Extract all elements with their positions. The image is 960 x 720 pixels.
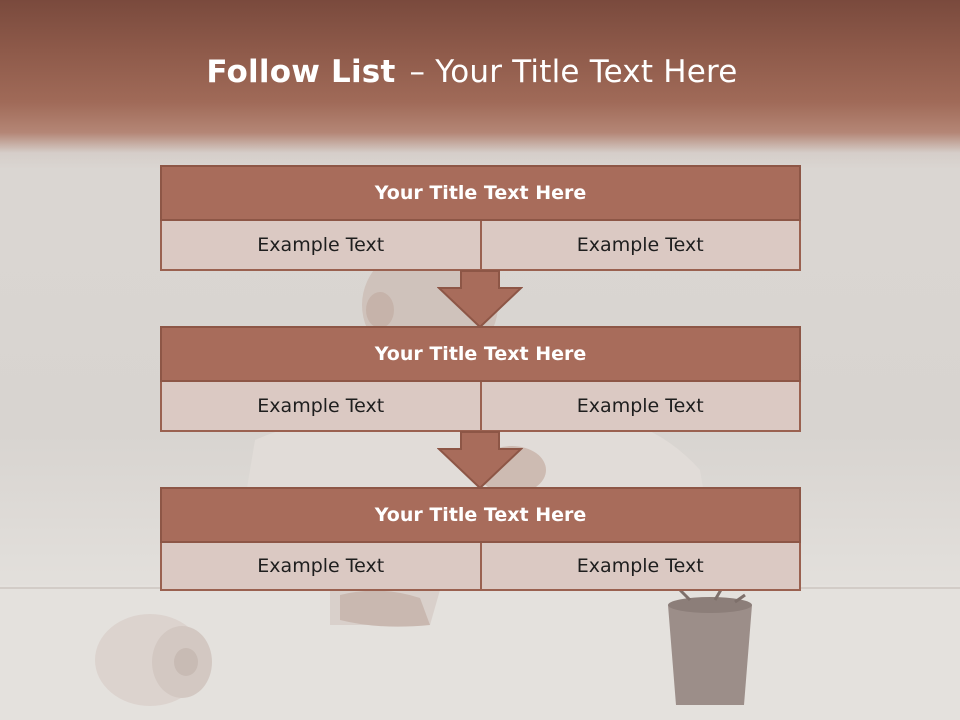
block-title: Your Title Text Here xyxy=(160,326,801,382)
block-row: Example Text Example Text xyxy=(160,382,801,432)
slide-title: Follow List–Your Title Text Here xyxy=(0,54,944,90)
slide-title-separator: – xyxy=(409,54,426,90)
slide-title-bold: Follow List xyxy=(206,54,396,90)
block-cell-left: Example Text xyxy=(160,221,480,271)
header-band xyxy=(0,0,960,170)
block-row: Example Text Example Text xyxy=(160,221,801,271)
list-block-2: Your Title Text Here Example Text Exampl… xyxy=(160,326,801,432)
list-block-1: Your Title Text Here Example Text Exampl… xyxy=(160,165,801,271)
block-cell-right: Example Text xyxy=(479,221,801,271)
block-cell-right: Example Text xyxy=(479,543,801,591)
list-block-3: Your Title Text Here Example Text Exampl… xyxy=(160,487,801,591)
block-title: Your Title Text Here xyxy=(160,165,801,221)
block-title: Your Title Text Here xyxy=(160,487,801,543)
block-cell-right: Example Text xyxy=(479,382,801,432)
down-arrow-icon xyxy=(437,270,523,328)
slide-title-rest: Your Title Text Here xyxy=(435,54,738,90)
block-cell-left: Example Text xyxy=(160,382,480,432)
block-cell-left: Example Text xyxy=(160,543,480,591)
block-row: Example Text Example Text xyxy=(160,543,801,591)
down-arrow-icon xyxy=(437,431,523,489)
